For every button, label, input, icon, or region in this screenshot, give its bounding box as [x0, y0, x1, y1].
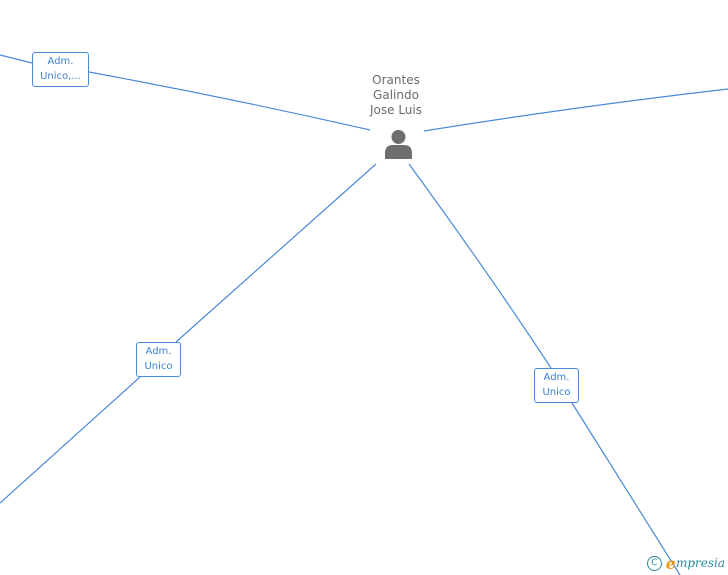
- relation-label-line: Unico: [542, 387, 571, 398]
- relation-label-line: Adm.: [47, 56, 74, 67]
- person-icon[interactable]: [384, 129, 413, 159]
- person-name-line: Jose Luis: [370, 103, 422, 117]
- edge-line-top-right: [423, 88, 728, 132]
- brand-name: mpresia: [675, 556, 725, 570]
- edge-line-bottom-left: [0, 163, 377, 504]
- copyright-icon: C: [646, 555, 662, 571]
- relation-label-bottom-left[interactable]: Adm. Unico: [136, 342, 181, 377]
- empresia-watermark: C e mpresia: [646, 553, 725, 573]
- relation-label-top-left[interactable]: Adm. Unico,...: [32, 52, 89, 87]
- person-name-line: Galindo: [373, 88, 419, 102]
- edge-line-top-left: [0, 54, 371, 131]
- person-name-label[interactable]: Orantes Galindo Jose Luis: [346, 73, 446, 118]
- person-name-line: Orantes: [372, 73, 420, 87]
- relation-label-bottom-right[interactable]: Adm. Unico: [534, 368, 579, 403]
- relation-label-line: Unico,...: [40, 71, 81, 82]
- edge-line-bottom-right: [408, 163, 681, 575]
- relation-label-line: Adm.: [543, 372, 570, 383]
- relation-label-line: Adm.: [145, 346, 172, 357]
- brand-initial: e: [665, 553, 676, 573]
- relation-label-line: Unico: [144, 361, 173, 372]
